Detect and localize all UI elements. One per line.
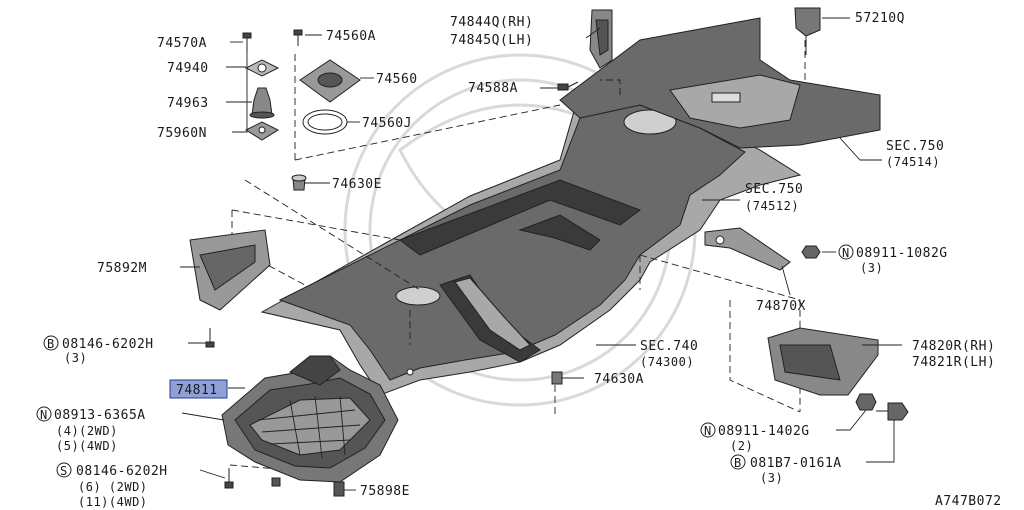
nut-08911-1402G[interactable]: [855, 393, 877, 411]
label-08911-1082G-qty: (3): [860, 261, 883, 275]
bracket-74844Q[interactable]: [589, 9, 613, 69]
label-57210Q[interactable]: 57210Q: [855, 11, 905, 26]
bolt-08146-6202H-top[interactable]: [205, 328, 215, 348]
label-081B7-0161A-qty: (3): [760, 471, 783, 485]
bolt-symbol-08146-6202H-top: B: [43, 335, 59, 351]
label-75960N[interactable]: 75960N: [157, 126, 207, 141]
label-74570A[interactable]: 74570A: [157, 36, 207, 51]
label-08911-1402G-qty: (2): [730, 439, 753, 453]
label-08146-6202H-top[interactable]: 08146-6202H: [62, 337, 154, 352]
svg-text:B: B: [734, 456, 742, 470]
grommet-74630A[interactable]: [551, 371, 563, 385]
label-08913-qty-2wd: (4)(2WD): [56, 424, 118, 438]
label-74940[interactable]: 74940: [167, 61, 209, 76]
label-08913-qty-4wd: (5)(4WD): [56, 439, 118, 453]
nut-symbol-08911-1402G: N: [700, 422, 716, 438]
bolt-74588A[interactable]: [557, 81, 579, 91]
label-sec750-b-ref: (74512): [745, 199, 799, 213]
svg-text:N: N: [40, 408, 48, 422]
bracket-74820R[interactable]: [767, 327, 879, 396]
label-08146-6202H-bottom[interactable]: 08146-6202H: [76, 464, 168, 479]
label-74870X[interactable]: 74870X: [756, 299, 806, 314]
label-74560J[interactable]: 74560J: [362, 116, 412, 131]
highlight-74811: [169, 379, 228, 399]
label-74811[interactable]: 74811: [176, 383, 218, 398]
leader-lines: [180, 17, 902, 491]
label-08911-1402G[interactable]: 08911-1402G: [718, 424, 810, 439]
screw-74560A[interactable]: [293, 29, 303, 46]
label-081B7-0161A[interactable]: 081B7-0161A: [750, 456, 842, 471]
nut-symbol-08913-6365A: N: [36, 406, 52, 422]
bracket-57210Q[interactable]: [794, 7, 821, 55]
labels: 74570A 74560A 74940 74560 74963 74560J 7…: [36, 11, 1002, 509]
svg-text:N: N: [842, 246, 850, 260]
label-74630A[interactable]: 74630A: [594, 372, 644, 387]
bracket-74870X[interactable]: [704, 227, 791, 271]
label-sec750-a[interactable]: SEC.750: [886, 139, 944, 154]
bolt-081B7-0161A[interactable]: [876, 402, 909, 421]
label-74820R[interactable]: 74820R(RH): [912, 339, 995, 354]
boot-74963[interactable]: [249, 87, 275, 119]
bracket-75892M[interactable]: [189, 229, 271, 311]
label-08913-6365A[interactable]: 08913-6365A: [54, 408, 146, 423]
label-74844Q[interactable]: 74844Q(RH): [450, 15, 533, 30]
label-08146-6202H-top-qty: (3): [64, 351, 87, 365]
label-08146-6202H-bottom-qty-4wd: (11)(4WD): [78, 495, 148, 509]
label-74630E[interactable]: 74630E: [332, 177, 382, 192]
label-sec750-b[interactable]: SEC.750: [745, 182, 803, 197]
label-74821R[interactable]: 74821R(LH): [912, 355, 995, 370]
label-74963[interactable]: 74963: [167, 96, 209, 111]
label-74588A[interactable]: 74588A: [468, 81, 518, 96]
floor-panel-assembly: [260, 17, 881, 396]
nut-symbol-08911-1082G: N: [838, 244, 854, 260]
label-75892M[interactable]: 75892M: [97, 261, 147, 276]
plate-75960N[interactable]: [244, 121, 280, 141]
label-75898E[interactable]: 75898E: [360, 484, 410, 499]
grommet-74630E[interactable]: [291, 174, 307, 191]
label-08911-1082G[interactable]: 08911-1082G: [856, 246, 948, 261]
label-sec750-a-ref: (74514): [886, 155, 940, 169]
bolt-08146-6202H-bottom[interactable]: [224, 468, 234, 489]
nut-08911-1082G[interactable]: [801, 245, 821, 259]
svg-text:S: S: [60, 464, 68, 478]
ring-74560J[interactable]: [302, 109, 348, 135]
label-74560[interactable]: 74560: [376, 72, 418, 87]
clip-75898E[interactable]: [333, 481, 345, 497]
diagram-code: A747B072: [935, 494, 1002, 509]
label-sec740-ref: (74300): [640, 355, 694, 369]
label-08146-6202H-bottom-qty-2wd: (6) (2WD): [78, 480, 148, 494]
label-74560A[interactable]: 74560A: [326, 29, 376, 44]
label-sec740[interactable]: SEC.740: [640, 339, 698, 354]
cover-74560[interactable]: [299, 59, 361, 103]
screw-symbol-08146-6202H-bottom: S: [56, 462, 72, 478]
svg-text:N: N: [704, 424, 712, 438]
bolt-symbol-081B7-0161A: B: [730, 454, 746, 470]
screw-74570A[interactable]: [242, 32, 252, 52]
svg-text:B: B: [47, 337, 55, 351]
under-cover-74811[interactable]: [221, 355, 399, 483]
label-74845Q[interactable]: 74845Q(LH): [450, 33, 533, 48]
clip-75898E-left[interactable]: [271, 477, 281, 487]
plate-74940[interactable]: [244, 59, 280, 77]
